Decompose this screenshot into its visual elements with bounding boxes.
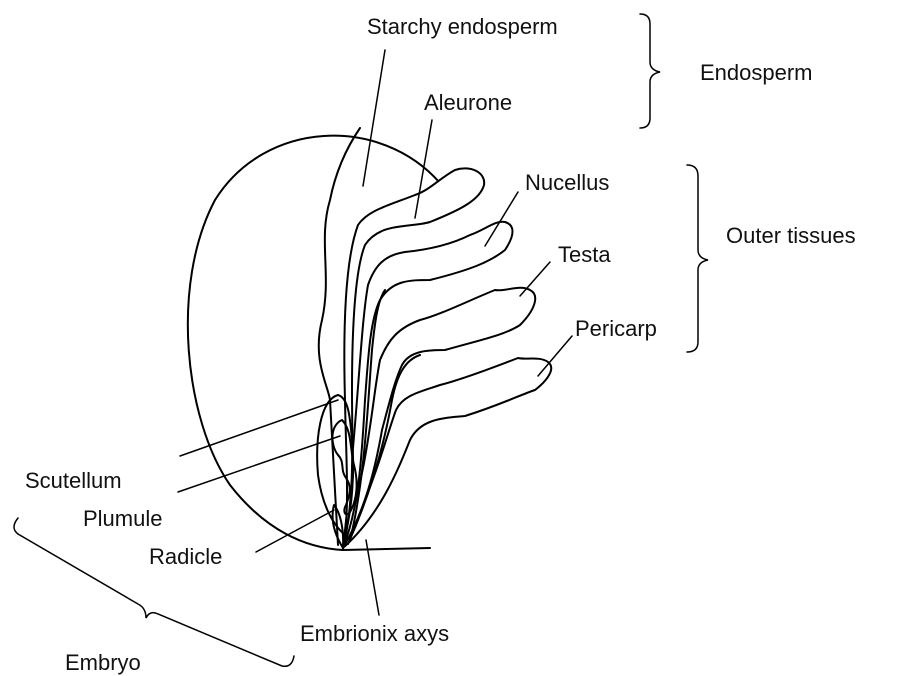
leader-pericarp xyxy=(538,336,572,376)
label-testa: Testa xyxy=(558,242,611,267)
label-radicle: Radicle xyxy=(149,544,222,569)
label-embryonic-axis: Embrionix axys xyxy=(300,621,449,646)
leader-starchy-endosperm xyxy=(363,50,385,186)
leader-embryonic-axis xyxy=(366,540,379,615)
label-starchy-endosperm: Starchy endosperm xyxy=(367,14,558,39)
label-aleurone: Aleurone xyxy=(424,90,512,115)
outer-tissues-brace xyxy=(687,165,708,352)
label-pericarp: Pericarp xyxy=(575,316,657,341)
leader-lines xyxy=(178,50,572,615)
embryo-brace xyxy=(14,518,294,666)
tissue-layers xyxy=(343,168,551,548)
label-endosperm: Endosperm xyxy=(700,60,813,85)
leader-testa xyxy=(520,262,550,296)
label-scutellum: Scutellum xyxy=(25,468,122,493)
endosperm-brace xyxy=(640,14,660,128)
leader-plumule xyxy=(178,436,340,492)
label-plumule: Plumule xyxy=(83,506,162,531)
label-embryo: Embryo xyxy=(65,650,141,675)
leader-radicle xyxy=(256,510,334,552)
label-outer-tissues: Outer tissues xyxy=(726,223,856,248)
label-nucellus: Nucellus xyxy=(525,170,609,195)
